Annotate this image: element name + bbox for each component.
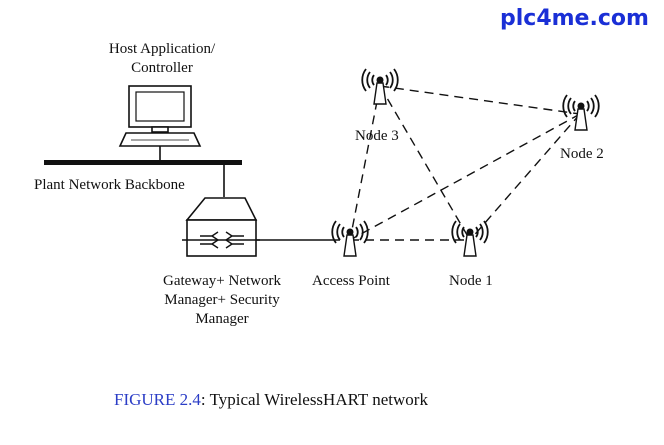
radio-antenna-icon (562, 94, 600, 131)
gateway-label-line3: Manager (195, 311, 249, 327)
link-node3-accesspoint (349, 85, 381, 241)
link-node2-node1 (469, 113, 581, 241)
gateway-label-line1: Gateway+ Network (162, 273, 282, 289)
gateway-label: Gateway+ Network Manager+ Security Manag… (163, 272, 281, 329)
mesh-links (349, 85, 581, 241)
access-point-label: Access Point (312, 273, 390, 289)
figure-caption: FIGURE 2.4: Typical WirelessHART network (114, 390, 428, 410)
link-node3-node2 (379, 85, 581, 115)
gateway-label-line2: Manager+ Security (164, 292, 280, 308)
radio-antenna-icon (331, 220, 369, 257)
host-label-line2: Controller (131, 60, 193, 76)
wired-links (159, 146, 340, 241)
plant-network-backbone (44, 160, 242, 165)
node1-label: Node 1 (449, 273, 493, 289)
figure-number: FIGURE 2.4 (114, 390, 201, 409)
node3-label: Node 3 (355, 128, 399, 144)
figure-caption-text: : Typical WirelessHART network (200, 390, 428, 409)
antenna-node2 (562, 94, 600, 131)
computer-monitor-icon (118, 85, 202, 147)
watermark-text: plc4me.com (500, 6, 649, 31)
radio-antenna-icon (361, 68, 399, 105)
antenna-access-point (331, 220, 369, 257)
gateway-box-icon (182, 197, 260, 257)
antenna-node1 (451, 220, 489, 257)
link-node2-accesspoint (349, 113, 581, 241)
node2-label: Node 2 (560, 146, 604, 162)
backbone-label: Plant Network Backbone (34, 177, 185, 193)
host-label: Host Application/ Controller (109, 40, 215, 78)
antenna-node3 (361, 68, 399, 105)
radio-antenna-icon (451, 220, 489, 257)
host-label-line1: Host Application/ (108, 41, 216, 57)
